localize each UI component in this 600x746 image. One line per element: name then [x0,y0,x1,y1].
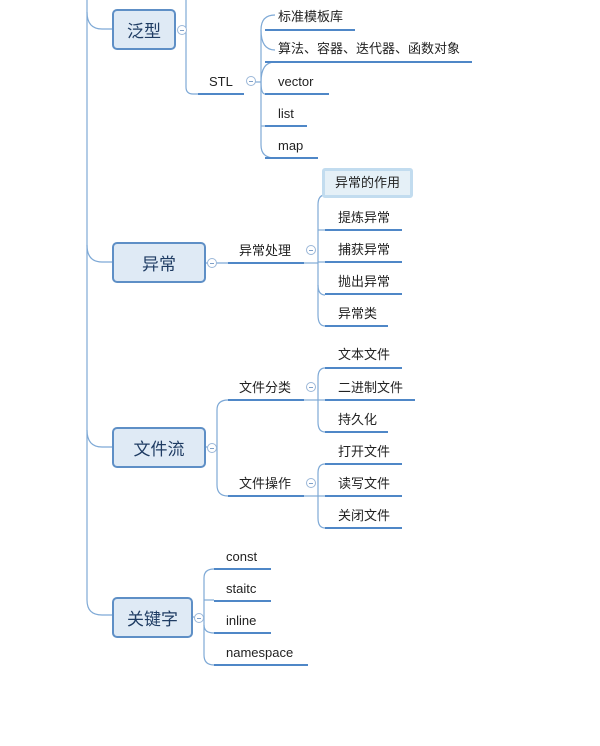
node-underline [265,61,472,63]
topic-generics[interactable]: 泛型 [112,9,176,50]
node-underline [228,262,304,264]
node-list[interactable]: list [278,106,294,121]
node-text-file[interactable]: 文本文件 [338,347,391,362]
node-stl-components[interactable]: 算法、容器、迭代器、函数对象 [278,41,461,56]
node-underline [325,293,402,295]
node-underline [325,367,402,369]
node-underline [214,600,271,602]
node-file-operations[interactable]: 文件操作 [239,476,292,491]
node-underline [214,664,308,666]
node-static[interactable]: staitc [226,581,257,596]
node-underline [325,325,388,327]
node-underline [325,261,402,263]
node-underline [198,93,244,95]
topic-exception[interactable]: 异常 [112,242,206,283]
topic-exception-label: 异常 [142,255,176,274]
collapse-toggle-icon[interactable] [194,613,204,623]
node-underline [265,125,307,127]
node-vector[interactable]: vector [278,74,314,89]
node-underline [325,463,402,465]
node-open-file[interactable]: 打开文件 [338,444,391,459]
node-throw-exception[interactable]: 抛出异常 [338,274,391,289]
topic-filestream-label: 文件流 [133,440,185,459]
node-close-file[interactable]: 关闭文件 [338,508,391,523]
node-underline [228,495,304,497]
collapse-toggle-icon[interactable] [207,258,217,268]
topic-keywords-label: 关键字 [127,610,178,629]
node-underline [214,568,271,570]
node-catch-exception[interactable]: 捕获异常 [338,242,391,257]
node-map[interactable]: map [278,138,304,153]
node-exception-handling[interactable]: 异常处理 [239,243,292,258]
node-underline [325,399,415,401]
collapse-toggle-icon[interactable] [246,76,256,86]
collapse-toggle-icon[interactable] [207,443,217,453]
node-persistence[interactable]: 持久化 [338,412,378,427]
node-exception-class[interactable]: 异常类 [338,306,378,321]
node-underline [214,632,271,634]
node-underline [325,527,402,529]
node-const[interactable]: const [226,549,258,564]
node-underline [325,229,402,231]
node-stl-library[interactable]: 标准模板库 [278,9,344,24]
node-read-write-file[interactable]: 读写文件 [338,476,391,491]
node-underline [325,431,388,433]
topic-filestream[interactable]: 文件流 [112,427,206,468]
node-underline [228,399,304,401]
node-file-categories[interactable]: 文件分类 [239,380,292,395]
collapse-toggle-icon[interactable] [177,25,187,35]
node-stl[interactable]: STL [209,74,233,89]
collapse-toggle-icon[interactable] [306,478,316,488]
node-underline [265,93,329,95]
node-refine-exception[interactable]: 提炼异常 [338,210,391,225]
node-binary-file[interactable]: 二进制文件 [338,380,404,395]
node-underline [325,495,402,497]
node-exception-purpose[interactable]: 异常的作用 [322,168,414,198]
collapse-toggle-icon[interactable] [306,245,316,255]
node-underline [265,157,318,159]
topic-generics-label: 泛型 [127,22,161,41]
node-inline[interactable]: inline [226,613,257,628]
collapse-toggle-icon[interactable] [306,382,316,392]
topic-keywords[interactable]: 关键字 [112,597,193,638]
node-underline [265,29,355,31]
node-namespace[interactable]: namespace [226,645,294,660]
